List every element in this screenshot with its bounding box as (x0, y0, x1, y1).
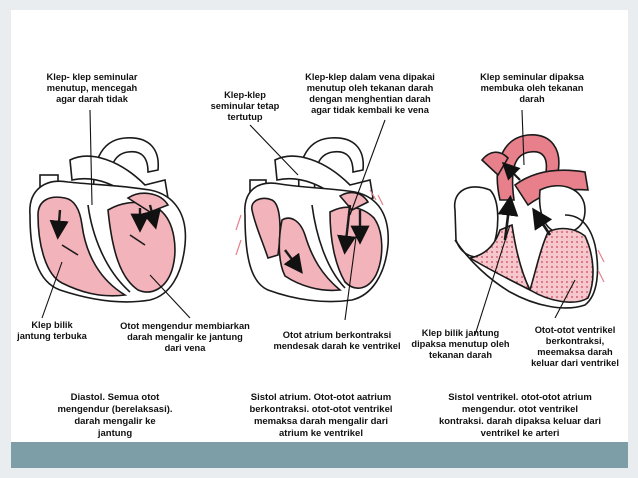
pointer-lines (41, 109, 576, 336)
caption-ventricular-systole: Sistol ventrikel. otot-otot atrium menge… (438, 392, 602, 439)
caption-atrial-systole: Sistol atrium. Otot-otot aatrium berkont… (249, 392, 393, 439)
heart-diastole (29, 137, 187, 303)
caption-diastole: Diastol. Semua otot mengendur (berelaksa… (57, 392, 173, 439)
label-atrial-muscle-contract: Otot atrium berkontraksi mendesak darah … (273, 330, 401, 351)
heart-ventricular-systole (454, 134, 605, 309)
label-atrial-vein-valves: Klep-klep dalam vena dipakai menutup ole… (305, 72, 435, 115)
heart-atrial-systole (235, 137, 389, 303)
label-ventricular-muscle-contract: Otot-otot ventrikel berkontraksi, meemak… (531, 325, 619, 368)
footer-bar (11, 442, 628, 468)
label-diastole-semilunar-closed: Klep- klep seminular menutup, mencegah a… (46, 72, 138, 104)
label-diastole-muscle-relax: Otot mengendur membiarkan darah mengalir… (120, 321, 250, 353)
label-ventricular-av-closed: Klep bilik jantung dipaksa menutup oleh … (411, 328, 510, 360)
label-ventricular-semilunar-open: Klep seminular dipaksa membuka oleh teka… (480, 72, 584, 104)
label-diastole-av-valve-open: Klep bilik jantung terbuka (17, 320, 87, 341)
label-atrial-semilunar-closed: Klep-klep seminular tetap tertutup (210, 90, 280, 122)
